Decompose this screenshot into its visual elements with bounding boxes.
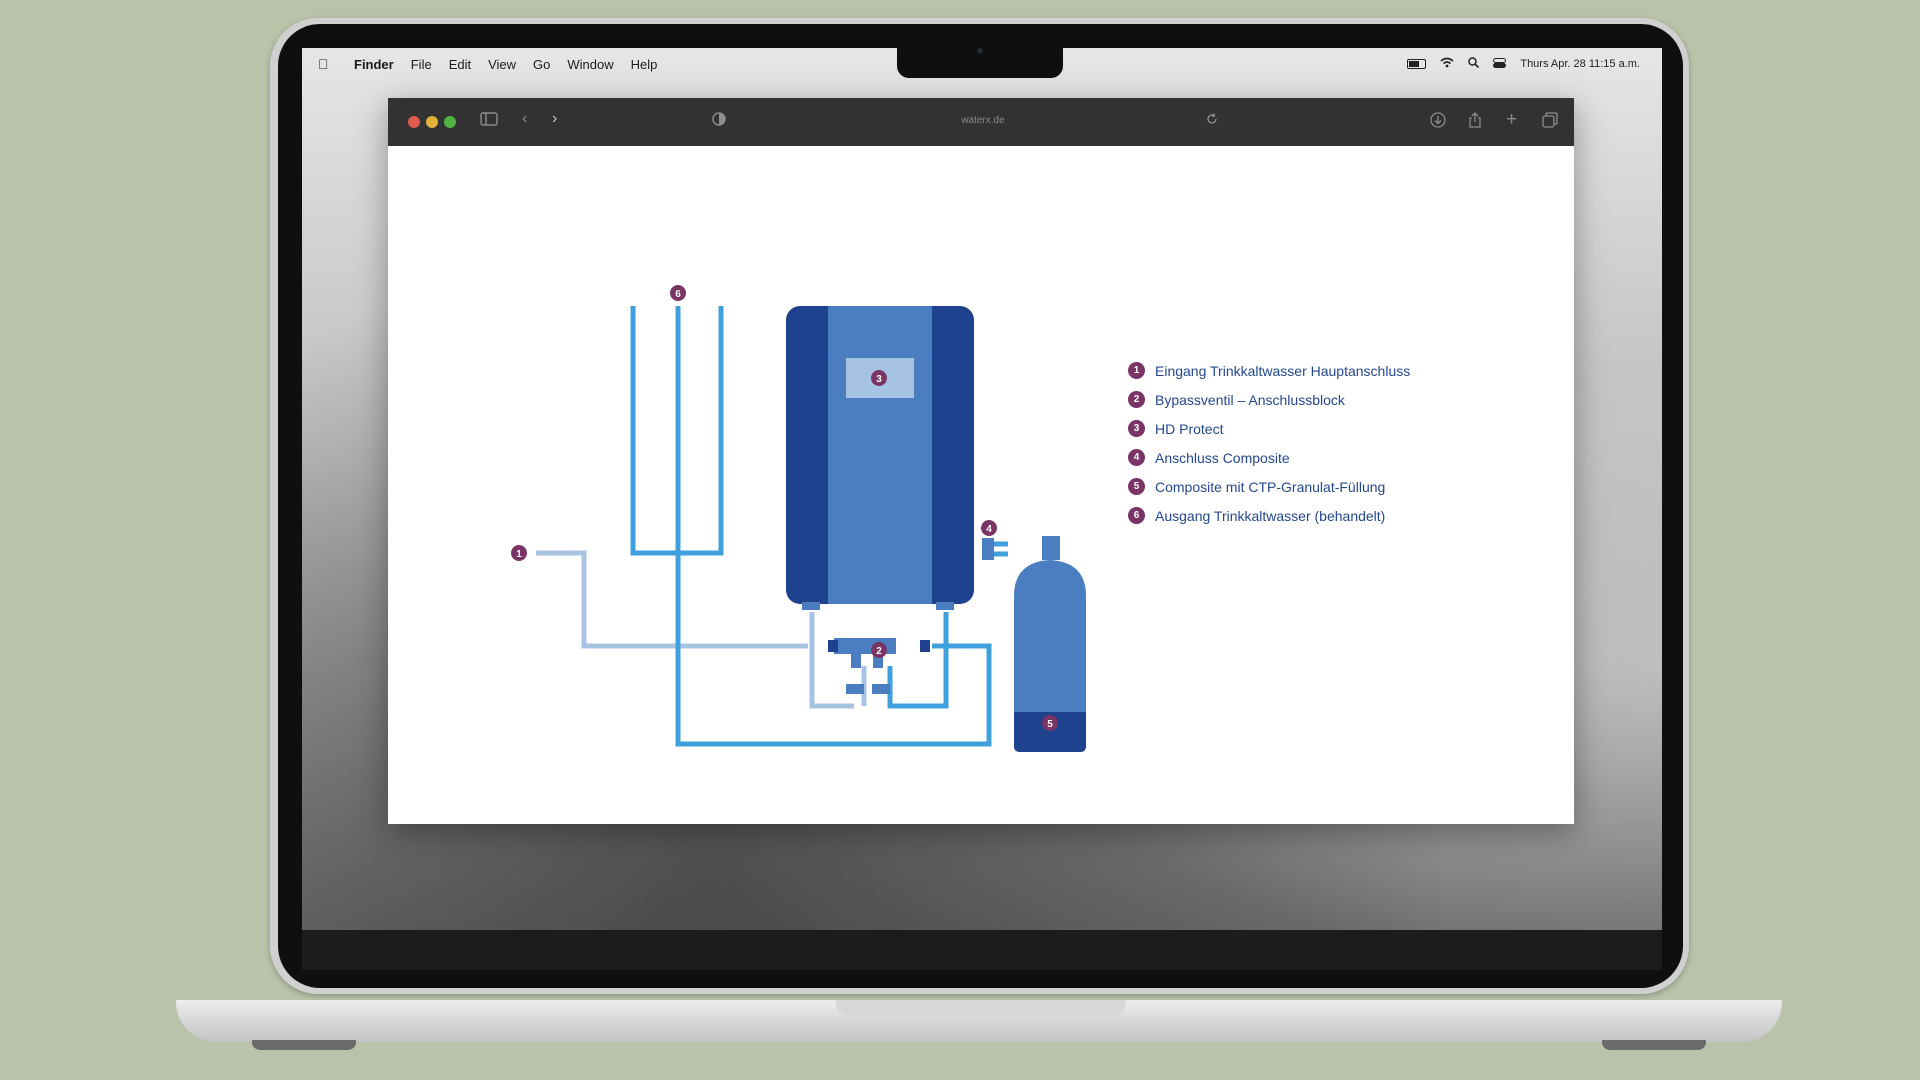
- marker-6-label: 6: [675, 289, 681, 300]
- tank-front-panel: [828, 306, 932, 604]
- tank-port-right: [936, 602, 954, 610]
- laptop-foot-right: [1602, 1040, 1706, 1050]
- wifi-icon[interactable]: [1440, 57, 1454, 71]
- marker-1: 1: [511, 545, 527, 561]
- legend-number: 3: [1128, 420, 1145, 437]
- browser-window: ‹ › waterx.de +: [388, 98, 1574, 824]
- legend-number: 4: [1128, 449, 1145, 466]
- control-center-icon[interactable]: [1493, 57, 1507, 71]
- menu-bar:  Finder File Edit View Go Window Help T…: [302, 48, 1662, 80]
- legend-item: 6 Ausgang Trinkkaltwasser (behandelt): [1128, 501, 1410, 530]
- battery-icon[interactable]: [1407, 59, 1427, 69]
- tank-outlet-pipe: [887, 612, 949, 709]
- legend-text: Bypassventil – Anschlussblock: [1155, 391, 1345, 408]
- outlet-branch-left: [630, 306, 698, 556]
- menu-edit[interactable]: Edit: [448, 56, 472, 72]
- menu-help[interactable]: Help: [630, 56, 658, 72]
- lid-opening-notch: [836, 1000, 1126, 1016]
- legend-number: 1: [1128, 362, 1145, 379]
- marker-1-label: 1: [516, 549, 522, 560]
- legend-item: 1 Eingang Trinkkaltwasser Hauptanschluss: [1128, 356, 1410, 385]
- outlet-branch-right: [633, 306, 724, 556]
- valve-end-right: [920, 640, 930, 652]
- reload-icon[interactable]: [1206, 112, 1218, 130]
- legend-number: 2: [1128, 391, 1145, 408]
- menu-finder[interactable]: Finder: [354, 56, 394, 72]
- forward-icon[interactable]: ›: [552, 110, 558, 127]
- marker-4-label: 4: [986, 524, 992, 535]
- marker-2-label: 2: [876, 646, 882, 657]
- marker-4: 4: [981, 520, 997, 536]
- legend-text: Composite mit CTP-Granulat-Füllung: [1155, 478, 1386, 495]
- menu-file[interactable]: File: [410, 56, 432, 72]
- granulate-fill: [1014, 712, 1086, 752]
- legend-item: 3 HD Protect: [1128, 414, 1410, 443]
- composite-cylinder: [1014, 560, 1086, 752]
- web-page: 1 2 3 4 5 6 1 Eingang Trinkkaltwasser Hau…: [388, 146, 1574, 824]
- legend-item: 5 Composite mit CTP-Granulat-Füllung: [1128, 472, 1410, 501]
- water-treatment-diagram: 1 2 3 4 5 6: [511, 285, 1086, 752]
- marker-2: 2: [871, 642, 887, 658]
- marker-5: 5: [1042, 715, 1058, 731]
- legend-item: 2 Bypassventil – Anschlussblock: [1128, 385, 1410, 414]
- marker-6: 6: [670, 285, 686, 301]
- address-bar[interactable]: waterx.de: [961, 115, 1005, 126]
- zoom-window-button[interactable]: [444, 116, 456, 128]
- legend-item: 4 Anschluss Composite: [1128, 443, 1410, 472]
- valve-end-left: [828, 640, 838, 652]
- menu-window[interactable]: Window: [567, 56, 614, 72]
- legend-number: 6: [1128, 507, 1145, 524]
- close-window-button[interactable]: [408, 116, 420, 128]
- tank-port-left: [802, 602, 820, 610]
- new-tab-icon[interactable]: +: [1506, 109, 1518, 130]
- valve-stem-a: [851, 654, 861, 668]
- legend-text: HD Protect: [1155, 420, 1224, 437]
- laptop-foot-left: [252, 1040, 356, 1050]
- valve-foot-b: [872, 684, 890, 694]
- legend-text: Ausgang Trinkkaltwasser (behandelt): [1155, 507, 1386, 524]
- camera-icon: [977, 48, 983, 54]
- tab-overview-icon[interactable]: [1542, 112, 1558, 133]
- browser-toolbar: ‹ › waterx.de +: [388, 98, 1574, 146]
- menu-go[interactable]: Go: [533, 56, 551, 72]
- legend-number: 5: [1128, 478, 1145, 495]
- menu-view[interactable]: View: [488, 56, 517, 72]
- back-icon[interactable]: ‹: [522, 110, 528, 127]
- composite-connector: [982, 538, 994, 560]
- privacy-shield-icon[interactable]: [712, 112, 726, 131]
- valve-stem-b: [873, 654, 883, 668]
- search-icon[interactable]: [1468, 57, 1480, 71]
- outlet-main-pipe: [675, 553, 992, 747]
- minimize-window-button[interactable]: [426, 116, 438, 128]
- tank-return-pipe: [809, 612, 854, 709]
- download-icon[interactable]: [1430, 112, 1446, 133]
- marker-5-label: 5: [1047, 719, 1053, 730]
- legend-text: Eingang Trinkkaltwasser Hauptanschluss: [1155, 362, 1411, 379]
- marker-3: 3: [871, 370, 887, 386]
- screen:  Finder File Edit View Go Window Help T…: [302, 48, 1662, 930]
- composite-valve-head: [1042, 536, 1060, 560]
- share-icon[interactable]: [1468, 112, 1482, 133]
- legend-text: Anschluss Composite: [1155, 449, 1290, 466]
- screen-bottom-bezel: [302, 930, 1662, 970]
- inlet-pipe: [536, 550, 808, 649]
- sidebar-toggle-icon[interactable]: [480, 112, 498, 131]
- status-area: Thurs Apr. 28 11:15 a.m.: [1407, 48, 1640, 80]
- apple-logo-icon[interactable]: : [318, 56, 332, 72]
- menu-clock[interactable]: Thurs Apr. 28 11:15 a.m.: [1520, 58, 1640, 70]
- marker-3-label: 3: [876, 374, 882, 385]
- valve-foot-a: [846, 684, 864, 694]
